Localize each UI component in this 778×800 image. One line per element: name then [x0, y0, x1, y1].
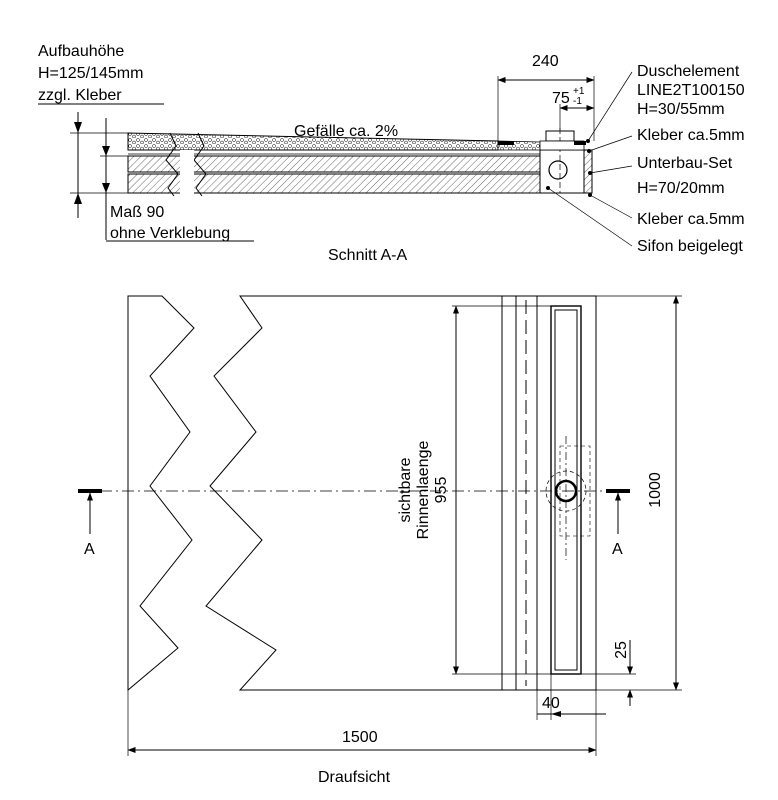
left-note-line1: Aufbauhöhe [38, 43, 124, 60]
height-dim-arrow-top [74, 122, 82, 133]
dim-25: 25 [613, 641, 630, 659]
dim40-arrow [551, 711, 561, 717]
dim-1500: 1500 [342, 729, 378, 746]
leader-unterbau [589, 165, 633, 174]
callout-unterbau-1: Unterbau-Set [637, 155, 733, 172]
slope-label: Gefälle ca. 2% [294, 123, 398, 140]
channel-label-2: Rinnenlaenge [415, 441, 432, 540]
callout-duschelement-3: H=30/55mm [637, 101, 725, 118]
channel-value: 955 [433, 477, 450, 504]
mass90-arrow-top [102, 146, 110, 156]
callout-sifon: Sifon beigelegt [637, 238, 743, 255]
left-note-line3: zzgl. Kleber [38, 87, 122, 104]
break-gap [180, 150, 194, 194]
channel-label-1: sichtbare [397, 457, 414, 522]
section-mark-right-bar [606, 489, 630, 493]
tile-edge [498, 141, 514, 145]
dim-75-tol-minus: -1 [573, 96, 582, 107]
dim-240: 240 [532, 53, 559, 70]
section-mark-left-label: A [84, 541, 95, 558]
callout-duschelement-2: LINE2T100150 [637, 82, 745, 99]
channel-grate-outer [550, 305, 582, 675]
leader-kleber-bottom [589, 194, 633, 219]
mass90-arrow-bottom [102, 183, 110, 193]
dim-1000: 1000 [647, 472, 664, 508]
bottom-note-line2: ohne Verklebung [110, 225, 230, 242]
siphon-hidden [559, 445, 591, 537]
section-mark-right-label: A [612, 541, 623, 558]
dim-75: 75 [552, 90, 570, 107]
section-mark-left-bar [78, 489, 102, 493]
break-line-2 [193, 132, 207, 197]
drain-pipe [548, 160, 568, 180]
leader-sifon [547, 187, 633, 247]
leader-kleber-top [588, 135, 633, 152]
height-dim-arrow-bottom [74, 193, 82, 204]
drain-top-plate [539, 140, 585, 151]
plan-outline-left [127, 295, 195, 692]
callout-unterbau-2: H=70/20mm [637, 180, 725, 197]
callout-kleber-top: Kleber ca.5mm [637, 127, 745, 144]
callout-duschelement-1: Duschelement [637, 63, 740, 80]
dim-75-tol-plus: +1 [573, 86, 585, 97]
callout-kleber-bottom: Kleber ca.5mm [637, 211, 745, 228]
bottom-note-line1: Maß 90 [110, 204, 164, 221]
left-note-line2: H=125/145mm [38, 65, 143, 82]
drain-cap [574, 141, 586, 145]
dim-40: 40 [542, 695, 560, 712]
plan-view: A A sichtbare Rinnenlaenge 955 1000 25 [78, 295, 682, 786]
plan-caption: Draufsicht [318, 769, 391, 786]
section-view: Aufbauhöhe H=125/145mm zzgl. Kleber Maß … [38, 43, 745, 264]
leader-duschelement [587, 71, 633, 142]
section-caption: Schnitt A-A [328, 247, 407, 264]
break-line-1 [165, 132, 179, 197]
plan-outline-right [205, 295, 597, 691]
